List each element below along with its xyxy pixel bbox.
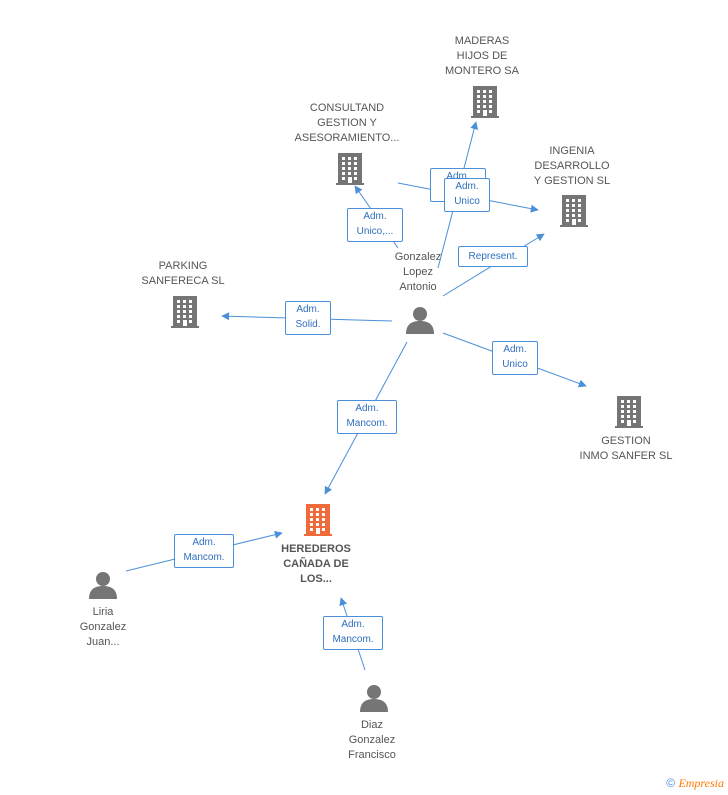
edge-label-adm-mancom-liria: Adm. Mancom.	[174, 534, 234, 568]
person-icon-diaz[interactable]	[360, 685, 388, 712]
node-label-liria[interactable]: Liria Gonzalez Juan...	[79, 606, 127, 648]
person-icon-gonzalez[interactable]	[406, 307, 434, 334]
building-icon-gestion[interactable]	[615, 396, 643, 428]
edge-label-adm-unico-consultand: Adm. Unico,...	[347, 208, 403, 242]
edge-label-represent-ingenia: Represent.	[458, 246, 528, 267]
person-icon-liria[interactable]	[89, 572, 117, 599]
edge-label-adm-solid-parking: Adm. Solid.	[285, 301, 331, 335]
building-icon-maderas[interactable]	[471, 86, 499, 118]
building-icon-ingenia[interactable]	[560, 195, 588, 227]
node-label-gonzalez[interactable]: Gonzalez Lopez Antonio	[394, 251, 442, 293]
edge-label-adm-mancom-diaz: Adm. Mancom.	[323, 616, 383, 650]
node-label-gestion[interactable]: GESTION INMO SANFER SL	[579, 435, 673, 462]
node-label-parking[interactable]: PARKING SANFERECA SL	[141, 260, 225, 287]
brand-logo: Empresia	[678, 776, 724, 790]
node-label-herederos[interactable]: HEREDEROS CAÑADA DE LOS...	[281, 543, 351, 585]
node-label-consultand[interactable]: CONSULTAND GESTION Y ASESORAMIENTO...	[294, 102, 400, 144]
node-label-maderas[interactable]: MADERAS HIJOS DE MONTERO SA	[445, 35, 519, 77]
footer-brand[interactable]: © Empresia	[666, 776, 724, 791]
copyright-icon: ©	[666, 776, 676, 790]
edge-label-adm-unico-gestion: Adm. Unico	[492, 341, 538, 375]
building-icon-herederos[interactable]	[304, 504, 332, 536]
building-icon-parking[interactable]	[171, 296, 199, 328]
node-label-ingenia[interactable]: INGENIA DESARROLLO Y GESTION SL	[533, 145, 611, 187]
edge-label-adm-unico-ingenia: Adm. Unico	[444, 178, 490, 212]
node-label-diaz[interactable]: Diaz Gonzalez Francisco	[348, 719, 396, 761]
building-icon-consultand[interactable]	[336, 153, 364, 185]
edge-label-adm-mancom-gonzalez: Adm. Mancom.	[337, 400, 397, 434]
